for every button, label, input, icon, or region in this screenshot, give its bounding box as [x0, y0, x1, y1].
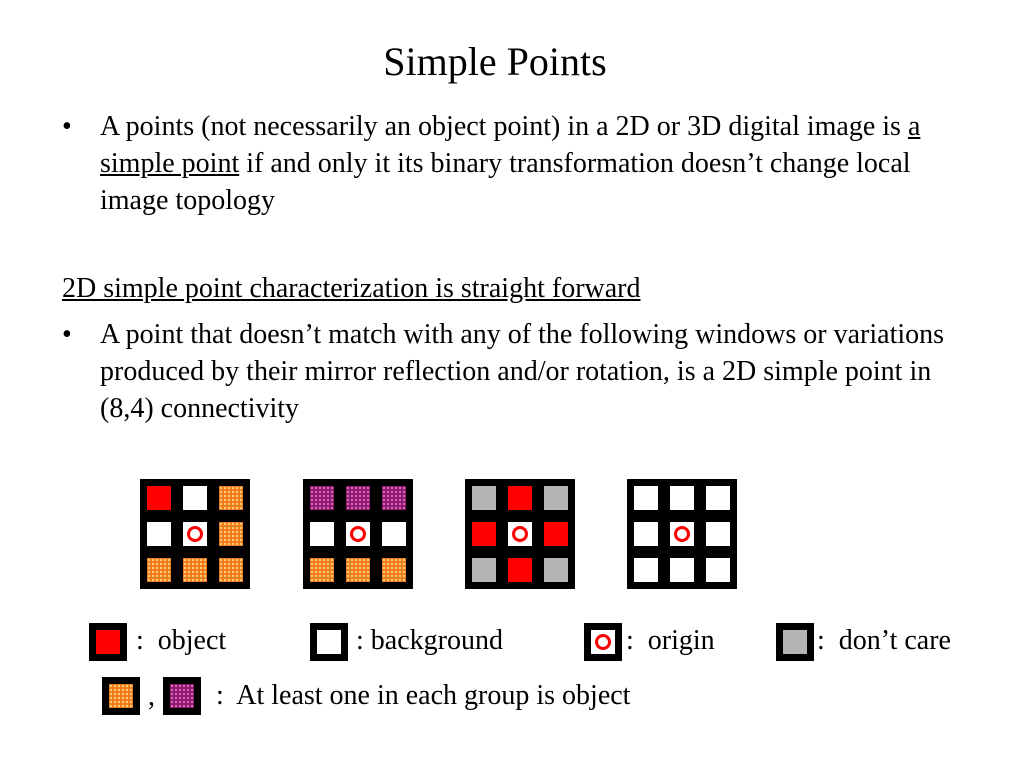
window-cell-background	[706, 522, 730, 546]
legend-purple-group-swatch	[163, 677, 201, 715]
window-2	[303, 479, 413, 589]
window-cell-dont-care	[544, 558, 568, 582]
legend-dont-care-swatch	[776, 623, 814, 661]
window-cell-background	[634, 522, 658, 546]
window-cell-group-orange	[310, 558, 334, 582]
bullet-text: A point that doesn’t match with any of t…	[100, 319, 945, 424]
window-3	[465, 479, 575, 589]
bullet-marker: •	[62, 319, 72, 350]
window-cell-background	[670, 558, 694, 582]
window-4	[627, 479, 737, 589]
legend-origin-label: : origin	[626, 625, 715, 656]
window-cell-object	[544, 522, 568, 546]
window-cell-origin	[183, 522, 207, 546]
origin-ring-icon	[512, 526, 528, 542]
subheading: 2D simple point characterization is stra…	[62, 273, 641, 304]
window-cell-dont-care	[472, 558, 496, 582]
window-cell-origin	[670, 522, 694, 546]
window-cell-group-orange	[147, 558, 171, 582]
bullet-window-rule: • A point that doesn’t match with any of…	[62, 316, 972, 427]
origin-ring-icon	[350, 526, 366, 542]
window-cell-background	[706, 558, 730, 582]
window-cell-dont-care	[544, 486, 568, 510]
window-cell-origin	[508, 522, 532, 546]
simple-point-term: a simple point	[100, 111, 921, 179]
origin-cell	[591, 630, 615, 654]
window-cell-object	[147, 486, 171, 510]
legend-object-swatch	[89, 623, 127, 661]
bullet-text-before: A points (not necessarily an object poin…	[100, 111, 908, 142]
background-cell	[317, 630, 341, 654]
window-cell-group-purple	[382, 486, 406, 510]
window-cell-group-purple	[346, 486, 370, 510]
object-cell	[96, 630, 120, 654]
legend-background-label: : background	[356, 625, 503, 656]
legend-origin-swatch	[584, 623, 622, 661]
origin-ring-icon	[595, 634, 611, 650]
legend-orange-group-swatch	[102, 677, 140, 715]
legend-object-label: : object	[136, 625, 227, 656]
window-cell-group-orange	[346, 558, 370, 582]
bullet-simple-point-definition: • A points (not necessarily an object po…	[62, 108, 972, 219]
purple-group-cell	[170, 684, 194, 708]
legend-comma: ,	[148, 681, 155, 712]
dont-care-cell	[783, 630, 807, 654]
window-cell-group-orange	[183, 558, 207, 582]
window-cell-dont-care	[472, 486, 496, 510]
window-cell-background	[670, 486, 694, 510]
bullet-text: A points (not necessarily an object poin…	[100, 108, 972, 219]
window-cell-background	[382, 522, 406, 546]
window-cell-background	[634, 558, 658, 582]
window-cell-background	[310, 522, 334, 546]
window-1	[140, 479, 250, 589]
window-cell-background	[147, 522, 171, 546]
slide-title: Simple Points	[383, 39, 607, 84]
bullet-marker: •	[62, 111, 72, 142]
window-cell-object	[508, 558, 532, 582]
legend-group-label: : At least one in each group is object	[216, 680, 631, 711]
window-cell-object	[472, 522, 496, 546]
window-cell-group-orange	[219, 522, 243, 546]
window-cell-group-purple	[310, 486, 334, 510]
legend-dont-care-label: : don’t care	[817, 625, 951, 656]
origin-ring-icon	[187, 526, 203, 542]
window-cell-group-orange	[382, 558, 406, 582]
origin-ring-icon	[674, 526, 690, 542]
window-cell-background	[183, 486, 207, 510]
window-cell-origin	[346, 522, 370, 546]
bullet-text-after: if and only it its binary transformation…	[100, 148, 911, 216]
orange-group-cell	[109, 684, 133, 708]
window-cell-background	[634, 486, 658, 510]
legend-background-swatch	[310, 623, 348, 661]
window-cell-group-orange	[219, 486, 243, 510]
window-cell-background	[706, 486, 730, 510]
window-cell-object	[508, 486, 532, 510]
window-cell-group-orange	[219, 558, 243, 582]
